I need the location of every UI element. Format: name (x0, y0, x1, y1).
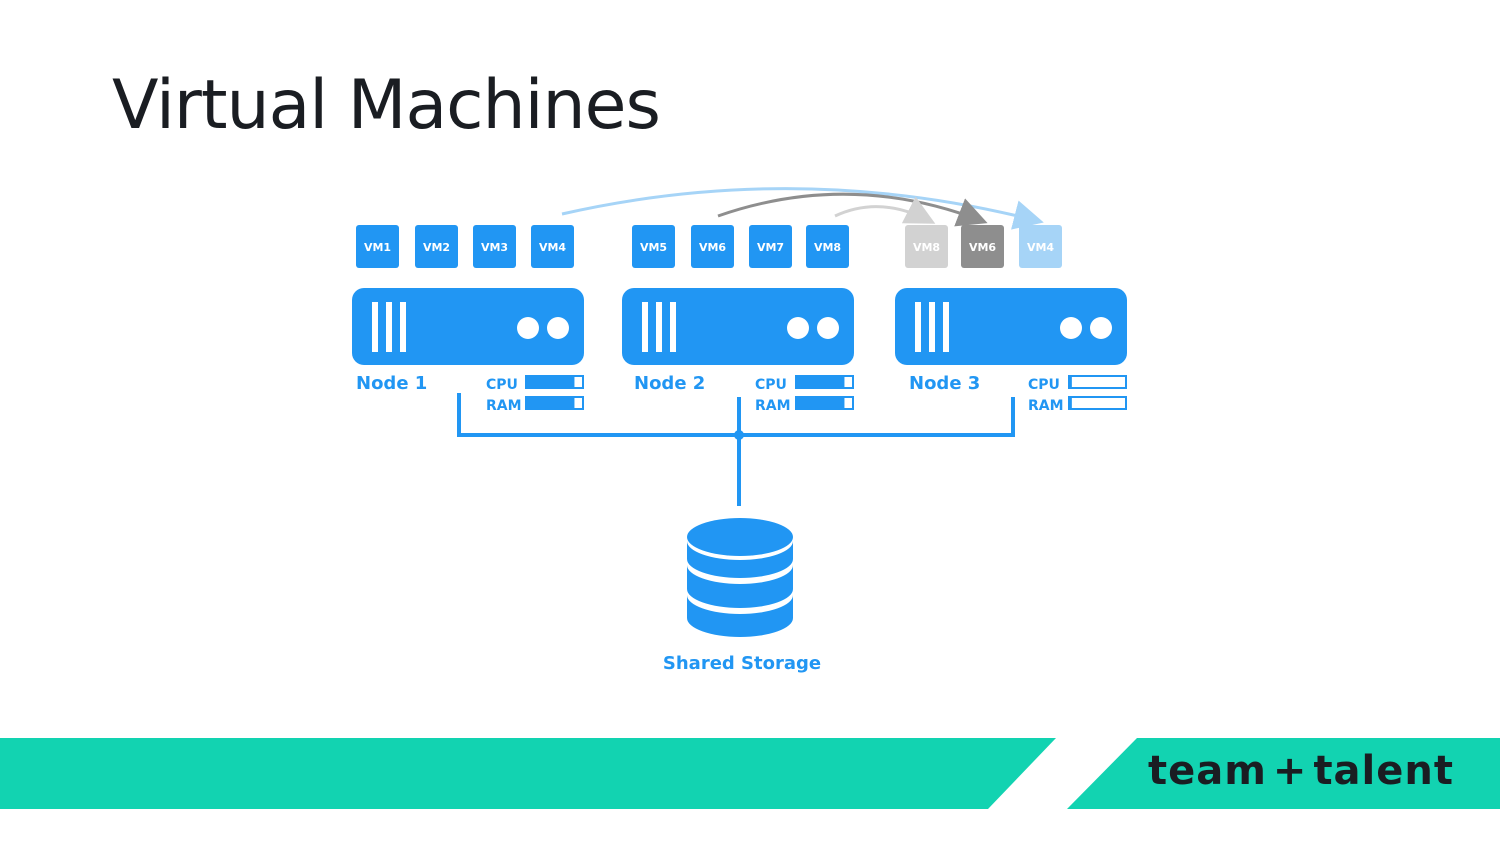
node3-migrated-vms: VM8 VM6 VM4 (905, 225, 1062, 268)
brand-plus-icon: + (1272, 748, 1308, 794)
cpu-bar-fill (1069, 376, 1072, 388)
server-node-2 (622, 288, 854, 365)
cpu-bar-fill (796, 376, 845, 388)
team-talent-logo: team+talent (1148, 748, 1454, 794)
ram-label: RAM (486, 398, 522, 414)
vm-label: VM5 (640, 241, 667, 254)
ram-label: RAM (755, 398, 791, 414)
server-icon (352, 288, 584, 365)
vm-label: VM4 (1027, 241, 1054, 254)
node-label: Node 1 (356, 373, 427, 394)
footer-teal-band (0, 738, 1056, 809)
vm-label: VM2 (423, 241, 450, 254)
cpu-label: CPU (755, 377, 787, 393)
vm-box (632, 225, 675, 268)
footer-brand-band (1067, 738, 1500, 809)
cpu-label: CPU (486, 377, 518, 393)
vm-box (905, 225, 948, 268)
vm-label: VM1 (364, 241, 391, 254)
vm-label: VM6 (699, 241, 726, 254)
vm-box (1019, 225, 1062, 268)
node2-vms: VM5 VM6 VM7 VM8 (632, 225, 849, 268)
ram-bar-fill (796, 397, 845, 409)
cpu-label: CPU (1028, 377, 1060, 393)
vm-box (691, 225, 734, 268)
node-label: Node 3 (909, 373, 980, 394)
brand-right: talent (1313, 748, 1454, 794)
vm-box (806, 225, 849, 268)
network-junction (734, 430, 744, 440)
brand-left: team (1148, 748, 1267, 794)
vm-box (961, 225, 1004, 268)
server-icon (895, 288, 1127, 365)
vm-label: VM8 (913, 241, 940, 254)
vm-box (356, 225, 399, 268)
node-label: Node 2 (634, 373, 705, 394)
vm-box (749, 225, 792, 268)
ram-bar-outline (1068, 396, 1127, 410)
database-icon (687, 518, 793, 637)
server-node-3 (895, 288, 1127, 365)
vm-label: VM4 (539, 241, 566, 254)
storage-label: Shared Storage (663, 653, 821, 674)
cpu-bar-fill (526, 376, 575, 388)
node1-vms: VM1 VM2 VM3 VM4 (356, 225, 574, 268)
vm-label: VM3 (481, 241, 508, 254)
ram-bar-fill (1069, 397, 1072, 409)
server-node-1 (352, 288, 584, 365)
migration-arrow-vm6 (717, 192, 988, 227)
vm-box (473, 225, 516, 268)
vm-label: VM8 (814, 241, 841, 254)
vm-box (531, 225, 574, 268)
server-icon (622, 288, 854, 365)
migration-arrow-vm8 (834, 196, 936, 224)
cpu-bar-outline (1068, 375, 1127, 389)
slide-title: Virtual Machines (112, 66, 661, 145)
vm-label: VM6 (969, 241, 996, 254)
ram-label: RAM (1028, 398, 1064, 414)
ram-bar-fill (526, 397, 575, 409)
vm-label: VM7 (757, 241, 784, 254)
vm-box (415, 225, 458, 268)
